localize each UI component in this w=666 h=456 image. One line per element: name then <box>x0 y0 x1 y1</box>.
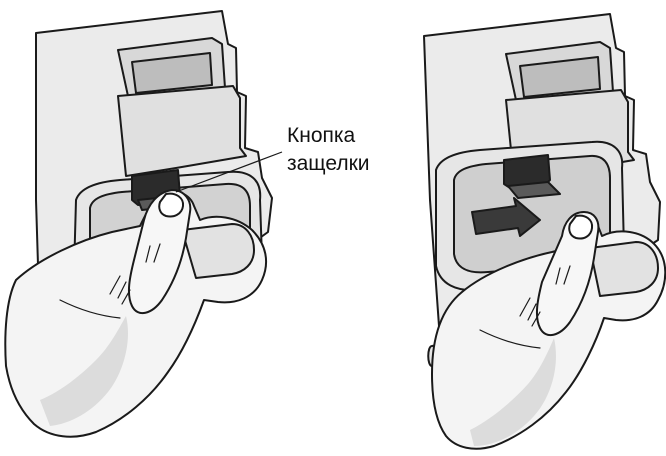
palm-pad-right <box>590 242 658 296</box>
latch-button-callout: Кнопка защелки <box>287 122 370 178</box>
left-panel <box>5 11 272 437</box>
thumbnail-right <box>569 216 592 239</box>
right-panel <box>424 14 665 449</box>
callout-line-1: Кнопка <box>287 122 370 150</box>
thumbnail-left <box>159 194 183 217</box>
callout-line-2: защелки <box>287 150 370 178</box>
palm-pad-left <box>182 224 254 278</box>
